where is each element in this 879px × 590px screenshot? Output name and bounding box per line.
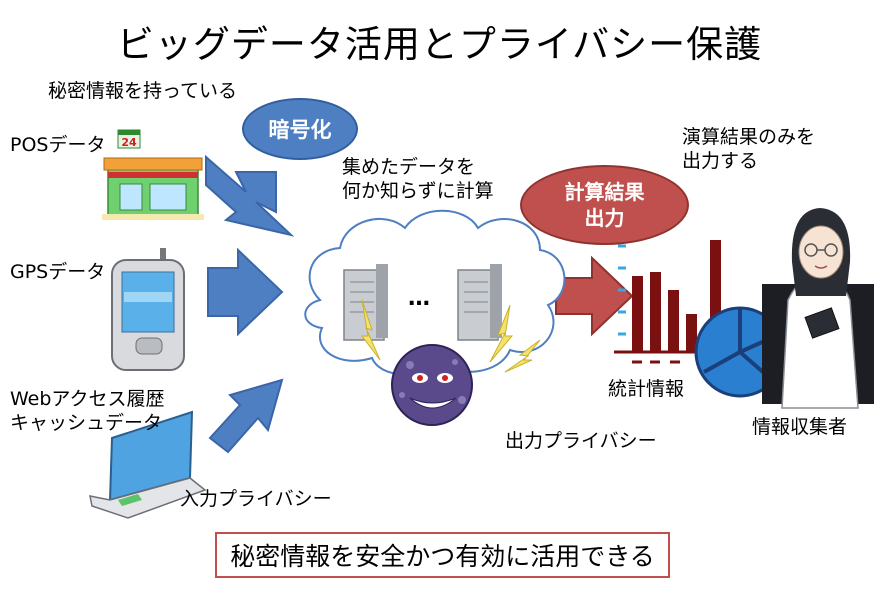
collected-data-label-1: 集めたデータを [342, 156, 476, 178]
bottom-message: 秘密情報を安全かつ有効に活用できる [215, 532, 670, 578]
arrow-gps [207, 247, 284, 337]
lightning-right2 [504, 339, 541, 373]
compute-output-bubble: 計算結果 出力 [520, 165, 689, 245]
ellipsis-label: … [408, 286, 430, 311]
arrow-output [555, 255, 634, 337]
phone-icon [111, 248, 185, 371]
collector-figure [762, 208, 874, 409]
output-privacy-label: 出力プライバシー [505, 430, 657, 452]
page-title: ビッグデータ活用とプライバシー保護 [116, 23, 763, 66]
input-privacy-label: 入力プライバシー [180, 488, 332, 510]
pos-data-label: POSデータ [10, 134, 106, 156]
result-only-label-2: 出力する [682, 150, 759, 172]
virus-monster [391, 344, 473, 426]
compute-bubble-line1: 計算結果 [564, 180, 645, 204]
cache-data-label: キャッシュデータ [10, 412, 163, 434]
store-icon: 24 [102, 129, 204, 220]
arrow-pos [205, 154, 295, 237]
server-right [457, 264, 502, 341]
web-history-label: Webアクセス履歴 [10, 388, 165, 410]
collected-data-label-2: 何か知らずに計算 [342, 180, 494, 202]
compute-bubble-line2: 出力 [584, 206, 625, 230]
arrow-web [208, 378, 284, 454]
result-only-label-1: 演算結果のみを [682, 126, 816, 148]
store-sign-text: 24 [121, 136, 137, 149]
collector-label: 情報収集者 [752, 416, 848, 438]
lightning-left [361, 299, 381, 361]
secret-info-label: 秘密情報を持っている [48, 80, 238, 102]
stats-info-label: 統計情報 [608, 378, 685, 400]
laptop-icon [89, 410, 207, 519]
encrypt-bubble: 暗号化 [242, 98, 358, 160]
lightning-right [489, 304, 514, 363]
gps-data-label: GPSデータ [10, 261, 106, 283]
